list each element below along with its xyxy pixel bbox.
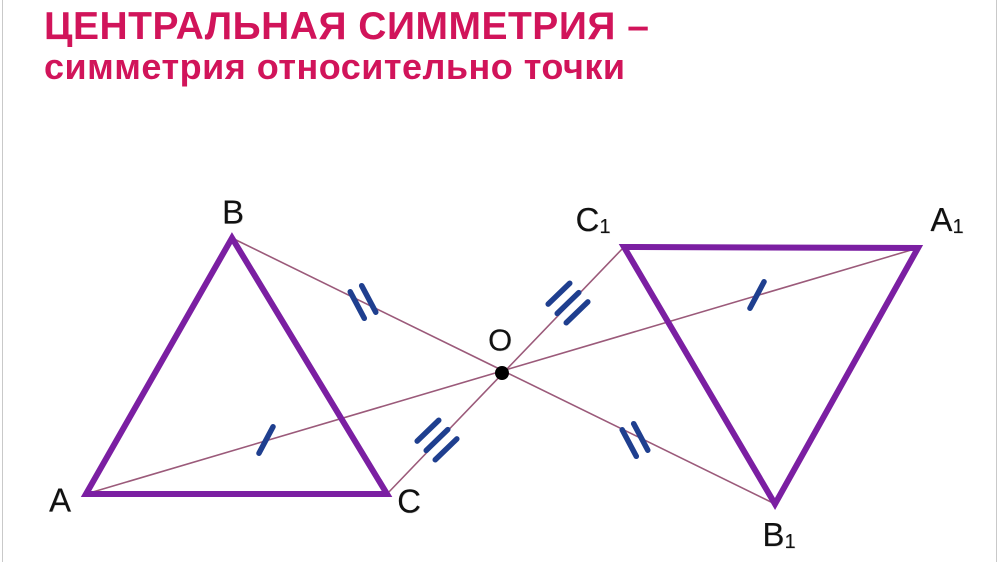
- title-line-1: ЦЕНТРАЛЬНАЯ СИММЕТРИЯ –: [44, 5, 650, 48]
- tick-O-A1: [747, 279, 767, 311]
- tick-B-O: [347, 282, 379, 322]
- center-point-dot: [495, 366, 509, 380]
- slide-right-border: [996, 0, 997, 562]
- center-point: [495, 366, 509, 380]
- tick-O-B1: [619, 420, 651, 460]
- vertex-label-b1: B1: [762, 516, 796, 553]
- triangle-A1B1C1: [618, 243, 924, 511]
- tick-marks: [256, 279, 767, 463]
- vertex-label-c: C: [397, 482, 421, 520]
- tick-A-O: [256, 424, 276, 456]
- page-title: ЦЕНТРАЛЬНАЯ СИММЕТРИЯ – симметрия относи…: [44, 5, 944, 88]
- slide-left-border: [2, 0, 3, 562]
- vertex-label-a1: A1: [930, 201, 964, 238]
- vertex-label-a: A: [48, 481, 72, 519]
- vertex-label-c1: C1: [575, 201, 611, 238]
- triangle-ABC: [80, 232, 393, 497]
- triangles: [80, 232, 924, 511]
- tick-O-C1: [545, 280, 591, 326]
- vertex-label-b: B: [221, 193, 245, 231]
- center-point-label: O: [487, 322, 513, 358]
- title-line-2: симметрия относительно точки: [44, 46, 626, 88]
- tick-C-O: [414, 417, 460, 463]
